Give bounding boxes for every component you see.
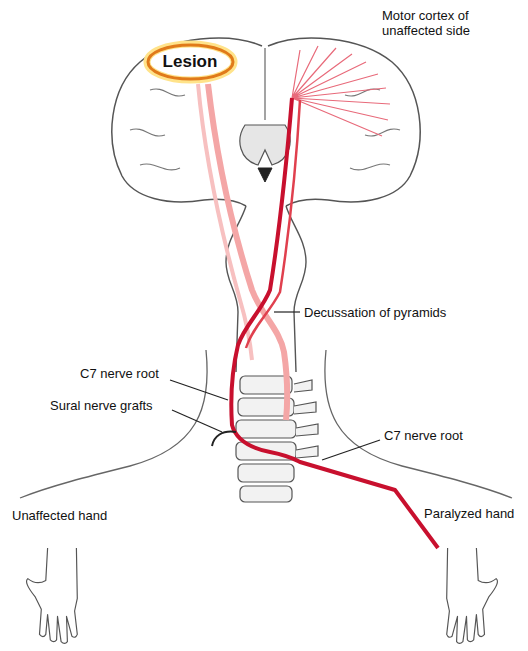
paralyzed-hand xyxy=(447,548,498,643)
lesion-tract-2 xyxy=(198,84,252,360)
neck-left xyxy=(20,350,207,498)
leader-line xyxy=(170,380,228,400)
ventricles xyxy=(240,125,290,165)
thalamus xyxy=(258,168,272,182)
leader-line xyxy=(172,410,222,432)
structure-label: C7 nerve root xyxy=(80,366,159,381)
structure-label: C7 nerve root xyxy=(384,428,463,443)
c7-root-left xyxy=(212,432,236,446)
lesion-ellipse: Lesion xyxy=(143,40,238,84)
structure-label: Sural nerve grafts xyxy=(50,398,153,413)
hand-label: Unaffected hand xyxy=(12,508,107,523)
brain-left xyxy=(112,38,262,206)
hand-label: Paralyzed hand xyxy=(424,506,514,521)
structure-label: Decussation of pyramids xyxy=(304,305,446,320)
lesion-text: Lesion xyxy=(143,52,238,72)
vertebrae xyxy=(236,376,318,502)
structure-label: Motor cortex of unaffected side xyxy=(382,8,522,38)
leader-line xyxy=(274,311,300,312)
leader-line xyxy=(322,440,380,460)
midline xyxy=(264,48,265,120)
cortex-fan xyxy=(292,46,390,136)
main-tract-shade xyxy=(246,100,300,348)
main-tract xyxy=(231,98,438,548)
unaffected-hand xyxy=(27,548,78,643)
